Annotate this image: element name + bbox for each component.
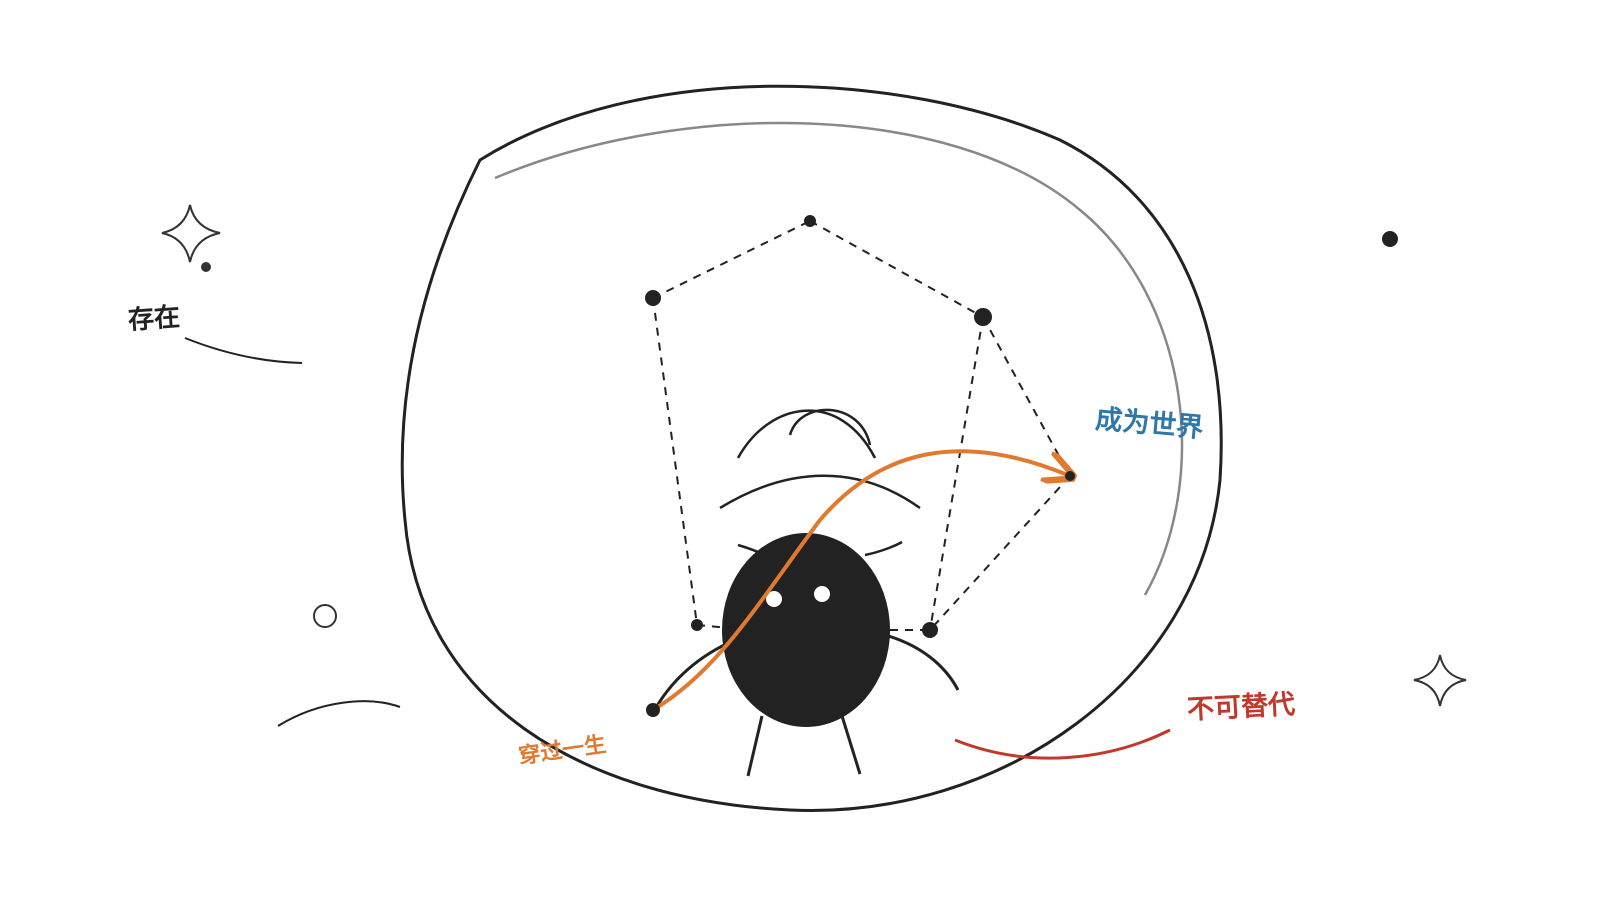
- label-irreplaceable: 不可替代: [1186, 689, 1295, 726]
- sparkle-icon-right: [1413, 654, 1467, 707]
- small-dot-icon: [201, 262, 211, 272]
- creature-eye-right: [814, 586, 830, 602]
- life-path-start-dot: [646, 703, 660, 717]
- star-node: [922, 622, 938, 638]
- constellation-lines: [652, 220, 1071, 631]
- constellation-nodes: [645, 215, 992, 638]
- lower-left-arc: [277, 700, 401, 727]
- bubble-inner-curve: [494, 121, 1184, 596]
- creature-leg-left: [746, 715, 764, 777]
- life-path-arrow: [651, 449, 1070, 712]
- label-become-world: 成为世界: [1094, 404, 1204, 444]
- creature-arm-right: [884, 633, 960, 691]
- star-node: [804, 215, 816, 227]
- star-node: [645, 290, 661, 306]
- existence-underline: [184, 337, 303, 364]
- outer-bubble: [400, 84, 1223, 812]
- creature-body: [722, 533, 890, 727]
- life-path-end-dot: [1065, 471, 1075, 481]
- star-node: [691, 619, 703, 631]
- sparkle-icon: [161, 204, 221, 263]
- creature: [650, 533, 960, 777]
- creature-leg-right: [840, 715, 862, 775]
- creature-eye-left: [766, 591, 782, 607]
- dot-icon: [1382, 231, 1398, 247]
- thought-arcs: [719, 408, 921, 560]
- hollow-circle-icon: [313, 604, 337, 628]
- label-existence: 存在: [127, 302, 181, 336]
- label-through-life: 穿过一生: [517, 731, 608, 769]
- irreplaceable-curve: [954, 728, 1171, 760]
- star-node: [974, 308, 992, 326]
